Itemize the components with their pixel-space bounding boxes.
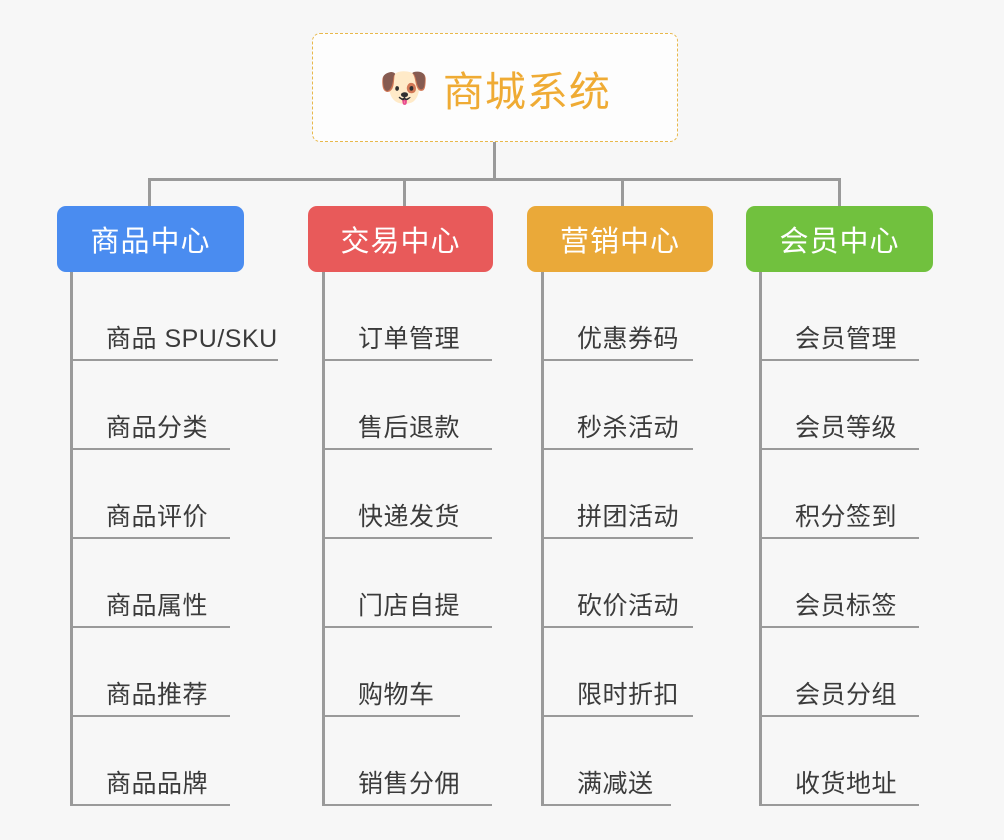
connector-drop-4 xyxy=(838,178,841,208)
leaf-item-underline xyxy=(322,537,492,539)
leaf-item[interactable]: 商品分类 xyxy=(70,361,278,450)
branch-node-0[interactable]: 商品中心 xyxy=(57,206,244,272)
leaf-item-label: 快递发货 xyxy=(358,503,461,531)
leaf-item-underline xyxy=(759,448,919,450)
leaf-item-label: 收货地址 xyxy=(795,770,898,798)
leaf-item-underline xyxy=(322,804,492,806)
leaf-column-1: 订单管理售后退款快递发货门店自提购物车销售分佣 xyxy=(322,272,492,806)
leaf-item[interactable]: 快递发货 xyxy=(322,450,492,539)
root-node[interactable]: 🐶 商城系统 xyxy=(312,33,678,142)
leaf-item-label: 商品属性 xyxy=(106,592,209,620)
leaf-item-underline xyxy=(541,359,693,361)
leaf-item-label: 销售分佣 xyxy=(358,770,461,798)
leaf-item-label: 商品品牌 xyxy=(106,770,209,798)
leaf-item[interactable]: 商品评价 xyxy=(70,450,278,539)
leaf-item-underline xyxy=(759,626,919,628)
leaf-item[interactable]: 会员分组 xyxy=(759,628,919,717)
leaf-item[interactable]: 优惠券码 xyxy=(541,272,693,361)
leaf-item[interactable]: 商品属性 xyxy=(70,539,278,628)
leaf-item-label: 售后退款 xyxy=(358,414,461,442)
leaf-item-label: 会员等级 xyxy=(795,414,898,442)
shiba-dog-face-icon: 🐶 xyxy=(379,65,429,110)
branch-label-3: 会员中心 xyxy=(779,226,900,258)
leaf-item-underline xyxy=(541,715,693,717)
connector-drop-3 xyxy=(621,178,624,208)
leaf-item-underline xyxy=(759,715,919,717)
leaf-item-label: 购物车 xyxy=(358,681,435,709)
leaf-item[interactable]: 秒杀活动 xyxy=(541,361,693,450)
leaf-item[interactable]: 售后退款 xyxy=(322,361,492,450)
leaf-item[interactable]: 购物车 xyxy=(322,628,460,717)
leaf-item-label: 商品评价 xyxy=(106,503,209,531)
leaf-item-underline xyxy=(70,715,230,717)
leaf-item[interactable]: 拼团活动 xyxy=(541,450,693,539)
connector-drop-1 xyxy=(148,178,151,208)
leaf-item[interactable]: 商品 SPU/SKU xyxy=(70,272,278,361)
branch-node-2[interactable]: 营销中心 xyxy=(527,206,713,272)
leaf-item[interactable]: 会员等级 xyxy=(759,361,919,450)
leaf-item-underline xyxy=(70,626,230,628)
leaf-item-underline xyxy=(70,448,230,450)
leaf-item-underline xyxy=(322,626,492,628)
leaf-item-underline xyxy=(759,359,919,361)
leaf-item-label: 砍价活动 xyxy=(577,592,680,620)
connector-horizontal-bus xyxy=(148,178,841,181)
leaf-item-label: 满减送 xyxy=(577,770,654,798)
leaf-item-label: 商品 SPU/SKU xyxy=(106,325,278,353)
leaf-spine-3 xyxy=(759,272,762,806)
leaf-item-underline xyxy=(541,537,693,539)
leaf-item[interactable]: 商品推荐 xyxy=(70,628,278,717)
leaf-spine-2 xyxy=(541,272,544,806)
leaf-item-underline xyxy=(70,804,230,806)
leaf-item-underline xyxy=(759,537,919,539)
leaf-item-label: 会员标签 xyxy=(795,592,898,620)
leaf-item[interactable]: 收货地址 xyxy=(759,717,919,806)
branch-label-1: 交易中心 xyxy=(340,226,461,258)
leaf-item[interactable]: 满减送 xyxy=(541,717,679,806)
leaf-item[interactable]: 商品品牌 xyxy=(70,717,278,806)
branch-label-2: 营销中心 xyxy=(559,226,680,258)
connector-root-stem xyxy=(493,142,496,180)
leaf-item[interactable]: 销售分佣 xyxy=(322,717,492,806)
leaf-item-label: 门店自提 xyxy=(358,592,461,620)
leaf-item-label: 优惠券码 xyxy=(577,325,680,353)
leaf-item-underline xyxy=(541,448,693,450)
leaf-item-label: 拼团活动 xyxy=(577,503,680,531)
root-title: 商城系统 xyxy=(442,68,611,115)
leaf-item[interactable]: 会员标签 xyxy=(759,539,919,628)
leaf-item-label: 限时折扣 xyxy=(577,681,680,709)
leaf-item-underline xyxy=(541,804,671,806)
leaf-item-label: 会员分组 xyxy=(795,681,898,709)
leaf-item[interactable]: 会员管理 xyxy=(759,272,919,361)
leaf-column-2: 优惠券码秒杀活动拼团活动砍价活动限时折扣满减送 xyxy=(541,272,693,806)
branch-node-1[interactable]: 交易中心 xyxy=(308,206,493,272)
branch-node-3[interactable]: 会员中心 xyxy=(746,206,933,272)
leaf-item-label: 商品推荐 xyxy=(106,681,209,709)
leaf-item[interactable]: 订单管理 xyxy=(322,272,492,361)
leaf-item-label: 商品分类 xyxy=(106,414,209,442)
leaf-item[interactable]: 积分签到 xyxy=(759,450,919,539)
leaf-item-underline xyxy=(322,359,492,361)
branch-label-0: 商品中心 xyxy=(90,226,211,258)
leaf-item-underline xyxy=(70,359,278,361)
leaf-item[interactable]: 门店自提 xyxy=(322,539,492,628)
leaf-item-label: 积分签到 xyxy=(795,503,898,531)
leaf-item-label: 秒杀活动 xyxy=(577,414,680,442)
leaf-column-3: 会员管理会员等级积分签到会员标签会员分组收货地址 xyxy=(759,272,919,806)
leaf-item-underline xyxy=(322,448,492,450)
leaf-item-label: 会员管理 xyxy=(795,325,898,353)
leaf-item-label: 订单管理 xyxy=(358,325,461,353)
leaf-item[interactable]: 限时折扣 xyxy=(541,628,693,717)
leaf-item[interactable]: 砍价活动 xyxy=(541,539,693,628)
leaf-item-underline xyxy=(70,537,230,539)
leaf-item-underline xyxy=(759,804,919,806)
leaf-spine-0 xyxy=(70,272,73,806)
leaf-item-underline xyxy=(541,626,693,628)
leaf-item-underline xyxy=(322,715,460,717)
leaf-column-0: 商品 SPU/SKU 商品分类商品评价商品属性商品推荐商品品牌 xyxy=(70,272,278,806)
leaf-spine-1 xyxy=(322,272,325,806)
connector-drop-2 xyxy=(403,178,406,208)
